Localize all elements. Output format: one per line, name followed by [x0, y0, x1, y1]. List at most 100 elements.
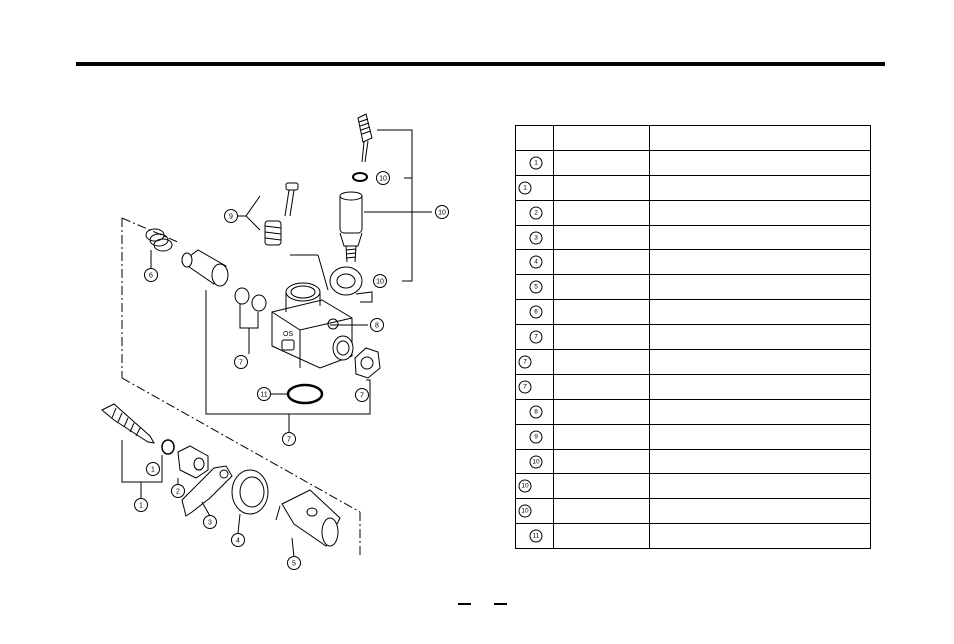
svg-text:4: 4	[236, 538, 240, 545]
part-number-badge: 11	[529, 529, 543, 543]
part-number-badge: 8	[529, 405, 543, 419]
callout-7-group: 7	[282, 432, 296, 446]
part-number-badge: 9	[529, 430, 543, 444]
part-name-cell	[553, 274, 650, 300]
svg-text:OS: OS	[283, 331, 293, 338]
page-mark-right	[494, 603, 507, 605]
callout-1: 1	[134, 498, 148, 512]
part-name-cell	[553, 498, 650, 524]
callout-9: 9	[224, 209, 238, 223]
leader-lines	[121, 129, 432, 558]
part-number-cell: 2	[515, 199, 554, 226]
carburetor-body: OS	[271, 282, 354, 369]
part-number-cell: 7	[515, 373, 554, 400]
callout-5: 5	[287, 556, 301, 570]
part-number-badge: 7	[518, 355, 532, 369]
table-row: 6	[515, 299, 871, 325]
part-name-cell	[553, 398, 650, 425]
table-row: 10	[515, 498, 871, 524]
svg-text:3: 3	[208, 520, 212, 527]
part-number-cell: 7	[515, 324, 554, 350]
part-name-cell	[553, 174, 650, 201]
svg-text:5: 5	[292, 561, 296, 568]
svg-text:7: 7	[360, 393, 364, 400]
svg-text:7: 7	[287, 437, 291, 444]
part-number-cell: 7	[515, 349, 554, 375]
page-mark-left	[458, 603, 471, 605]
part-name-cell	[553, 349, 650, 375]
part-number-cell: 3	[515, 224, 554, 250]
table-row: 11	[515, 523, 871, 549]
part-description-cell	[649, 174, 871, 201]
table-row: 1	[515, 149, 871, 176]
part-number-badge: 10	[518, 504, 532, 518]
part-number-badge: 7	[529, 330, 543, 344]
part-name-cell	[553, 249, 650, 275]
part-description-cell	[649, 373, 871, 400]
part-number-badge: 7	[518, 380, 532, 394]
callout-4: 4	[231, 533, 245, 547]
part-number-badge: 4	[529, 255, 543, 269]
part-description-cell	[649, 274, 871, 300]
part-name-cell	[553, 523, 650, 549]
part-number-cell: 10	[515, 448, 554, 474]
part-name-cell	[553, 324, 650, 350]
part-number-cell: 10	[515, 473, 554, 499]
part-number-badge: 1	[518, 181, 532, 195]
part-description-cell	[649, 299, 871, 325]
table-header-cell	[650, 126, 871, 151]
table-row: 8	[515, 398, 871, 425]
svg-text:8: 8	[375, 323, 379, 330]
part-number-cell: 5	[515, 274, 554, 300]
part-description-cell	[649, 473, 871, 499]
callout-8: 8	[370, 318, 384, 332]
part-description-cell	[649, 498, 871, 524]
part-name-cell	[553, 224, 650, 250]
part-number-badge: 2	[529, 206, 543, 220]
part-number-badge: 1	[529, 156, 543, 170]
table-row: 10	[515, 473, 871, 499]
part-number-cell: 1	[515, 149, 554, 176]
table-row: 5	[515, 274, 871, 300]
part-number-cell: 10	[515, 498, 554, 524]
part-number-badge: 6	[529, 305, 543, 319]
part-name-cell	[553, 149, 650, 176]
table-row: 2	[515, 199, 871, 226]
svg-text:11: 11	[260, 392, 267, 399]
part-name-cell	[553, 373, 650, 400]
callout-7-rings: 7	[234, 355, 248, 369]
part-description-cell	[649, 448, 871, 474]
dashed-boundary	[121, 217, 361, 556]
callout-10-middle: 10	[435, 205, 449, 219]
svg-text:10: 10	[379, 176, 387, 183]
table-row: 9	[515, 423, 871, 450]
callout-10-top: 10	[376, 171, 390, 185]
callout-11: 11	[257, 387, 271, 401]
part-name-cell	[553, 473, 650, 499]
table-row: 4	[515, 249, 871, 275]
part-name-cell	[553, 199, 650, 226]
table-row: 10	[515, 448, 871, 474]
part-number-cell: 6	[515, 299, 554, 325]
part-number-cell: 8	[515, 398, 554, 425]
table-row: 7	[515, 324, 871, 350]
svg-text:1: 1	[139, 503, 143, 510]
part-description-cell	[649, 249, 871, 275]
needle-assembly-lower	[101, 403, 341, 547]
callout-10-bottom: 10	[373, 274, 387, 288]
table-header-cell	[553, 125, 650, 151]
part-description-cell	[649, 224, 871, 250]
part-name-cell	[553, 448, 650, 474]
table-row: 7	[515, 373, 871, 400]
part-number-cell: 4	[515, 249, 554, 275]
callout-2: 2	[171, 484, 185, 498]
svg-text:10: 10	[376, 279, 384, 286]
callout-1-ring: 1	[146, 462, 160, 476]
part-number-badge: 3	[529, 231, 543, 244]
svg-text:9: 9	[229, 214, 233, 221]
screw-and-spring	[264, 182, 299, 246]
hex-nut	[354, 347, 381, 379]
svg-text:7: 7	[239, 360, 243, 367]
callout-7-nut: 7	[355, 388, 369, 402]
